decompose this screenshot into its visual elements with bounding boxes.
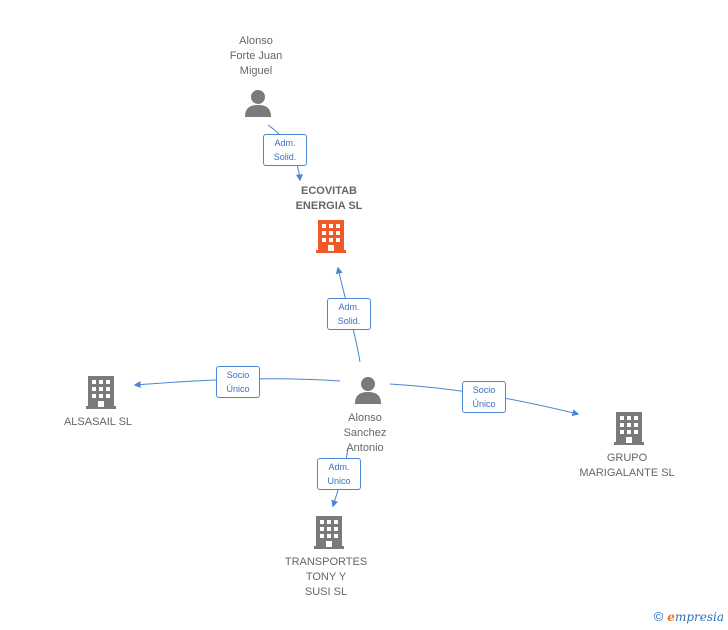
brand-footer: ©empresia xyxy=(654,609,724,624)
edge-label-forte-ecovitab[interactable]: Adm. Solid. xyxy=(263,134,307,166)
building-icon[interactable] xyxy=(312,514,346,550)
node-label-ecovitab: ECOVITAB ENERGIA SL xyxy=(295,185,363,212)
person-icon[interactable] xyxy=(243,88,273,118)
building-icon[interactable] xyxy=(84,374,118,410)
building-icon[interactable] xyxy=(612,410,646,446)
node-label-grupo: GRUPO MARIGALANTE SL xyxy=(579,452,675,479)
edge-label-sanchez-grupo[interactable]: Socio Único xyxy=(462,381,506,413)
node-label-alonso-forte: Alonso Forte Juan Miguel xyxy=(229,35,283,77)
node-label-alsasail: ALSASAIL SL xyxy=(63,416,133,428)
edge-label-sanchez-alsasail[interactable]: Socio Único xyxy=(216,366,260,398)
brand-logo-text: mpresia xyxy=(674,610,724,624)
building-icon-focus[interactable] xyxy=(314,218,348,254)
brand-logo-e: e xyxy=(667,610,675,624)
node-label-alonso-sanchez: Alonso Sanchez Antonio xyxy=(343,412,387,454)
edge-label-sanchez-transportes[interactable]: Adm. Unico xyxy=(317,458,361,490)
person-icon[interactable] xyxy=(353,375,383,405)
copyright-icon: © xyxy=(653,609,664,624)
node-label-transportes: TRANSPORTES TONY Y SUSI SL xyxy=(284,556,368,598)
edge-label-sanchez-ecovitab[interactable]: Adm. Solid. xyxy=(327,298,371,330)
